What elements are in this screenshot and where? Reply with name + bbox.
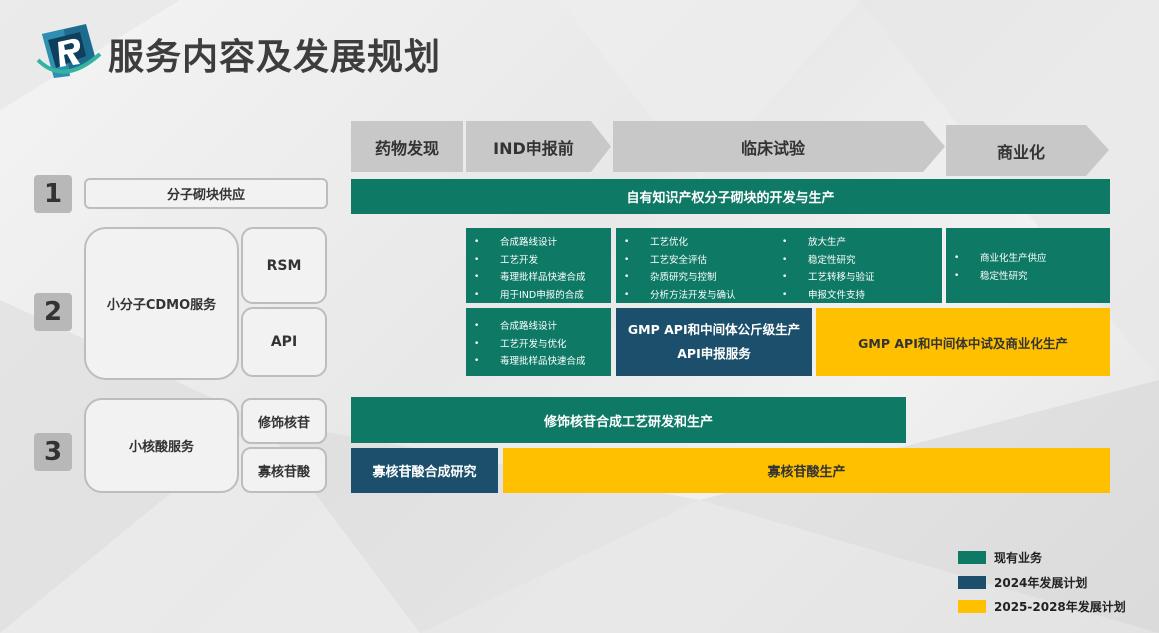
list-item: 放大生产	[780, 234, 938, 252]
legend-label: 2025-2028年发展计划	[994, 600, 1126, 614]
bar-building-blocks: 自有知识产权分子砌块的开发与生产	[351, 179, 1110, 214]
legend-swatch	[958, 600, 986, 613]
stage-label-discovery: 药物发现	[374, 138, 439, 158]
cell-api-ind: 合成路线设计 工艺开发与优化 毒理批样品快速合成	[466, 308, 611, 376]
list-item: 工艺安全评估	[622, 252, 780, 270]
stage-arrow-discovery	[351, 121, 463, 172]
legend-item-current: 现有业务	[958, 549, 1148, 566]
row-sublabel-oligo: 寡核苷酸	[241, 447, 327, 493]
row-number-2: 2	[34, 293, 72, 331]
row-sublabel-nucleoside: 修饰核苷	[241, 398, 327, 444]
list-item: 稳定性研究	[952, 268, 1106, 286]
stage-arrow-clinical	[613, 121, 945, 172]
list-item: 申报文件支持	[780, 287, 938, 305]
cell-rsm-clinical: 工艺优化 工艺安全评估 杂质研究与控制 分析方法开发与确认 放大生产 稳定性研究…	[616, 228, 942, 305]
list-item: 合成路线设计	[472, 318, 607, 336]
row-label-building-blocks: 分子砌块供应	[84, 178, 328, 209]
row-label-nucleic-acid: 小核酸服务	[84, 398, 239, 493]
list-item: 毒理批样品快速合成	[472, 269, 607, 287]
cell-rsm-commercial: 商业化生产供应 稳定性研究	[946, 228, 1110, 303]
legend-item-2024: 2024年发展计划	[958, 574, 1148, 591]
legend-label: 2024年发展计划	[994, 575, 1088, 590]
bar-api-kilo-gmp-line1: GMP API和中间体公斤级生产	[627, 322, 801, 337]
legend-swatch	[958, 575, 986, 589]
bar-oligo-research: 寡核苷酸合成研究	[351, 448, 498, 493]
row-sublabel-rsm: RSM	[241, 227, 327, 304]
legend-label: 现有业务	[994, 551, 1043, 565]
legend: 现有业务 2024年发展计划 2025-2028年发展计划	[958, 549, 1148, 615]
list-item: 分析方法开发与确认	[622, 287, 780, 305]
row-sublabel-api: API	[241, 307, 327, 377]
list-item: 毒理批样品快速合成	[472, 353, 607, 371]
cell-rsm-ind: 合成路线设计 工艺开发 毒理批样品快速合成 用于IND申报的合成	[466, 228, 611, 305]
list-item: 商业化生产供应	[952, 250, 1106, 268]
stage-label-clinical: 临床试验	[740, 138, 805, 158]
stage-label-ind: IND申报前	[493, 138, 574, 158]
page-title: 服务内容及发展规划	[108, 37, 442, 78]
list-item: 合成路线设计	[472, 234, 607, 252]
list-item: 工艺开发与优化	[472, 336, 607, 354]
row-label-cdmo: 小分子CDMO服务	[84, 227, 239, 380]
company-logo	[34, 20, 104, 82]
bar-api-commercial-gmp: GMP API和中间体中试及商业化生产	[816, 308, 1110, 376]
list-item: 用于IND申报的合成	[472, 287, 607, 305]
legend-item-2025-2028: 2025-2028年发展计划	[958, 598, 1148, 615]
bar-api-kilo-gmp-line2: API申报服务	[677, 346, 751, 361]
bar-oligo-production: 寡核苷酸生产	[503, 448, 1110, 493]
bar-api-kilo-gmp: GMP API和中间体公斤级生产 API申报服务	[616, 308, 812, 376]
stage-label-commercial: 商业化	[996, 142, 1045, 162]
legend-swatch	[958, 551, 986, 564]
bar-nucleoside: 修饰核苷合成工艺研发和生产	[351, 397, 906, 443]
stage-header: 药物发现 IND申报前 临床试验 商业化	[351, 121, 1111, 176]
list-item: 稳定性研究	[780, 252, 938, 270]
row-number-3: 3	[34, 433, 72, 471]
stage-arrow-commercial	[946, 125, 1109, 176]
list-item: 工艺开发	[472, 252, 607, 270]
list-item: 工艺转移与验证	[780, 269, 938, 287]
list-item: 杂质研究与控制	[622, 269, 780, 287]
row-number-1: 1	[34, 175, 72, 213]
list-item: 工艺优化	[622, 234, 780, 252]
stage-arrow-ind	[466, 121, 611, 172]
